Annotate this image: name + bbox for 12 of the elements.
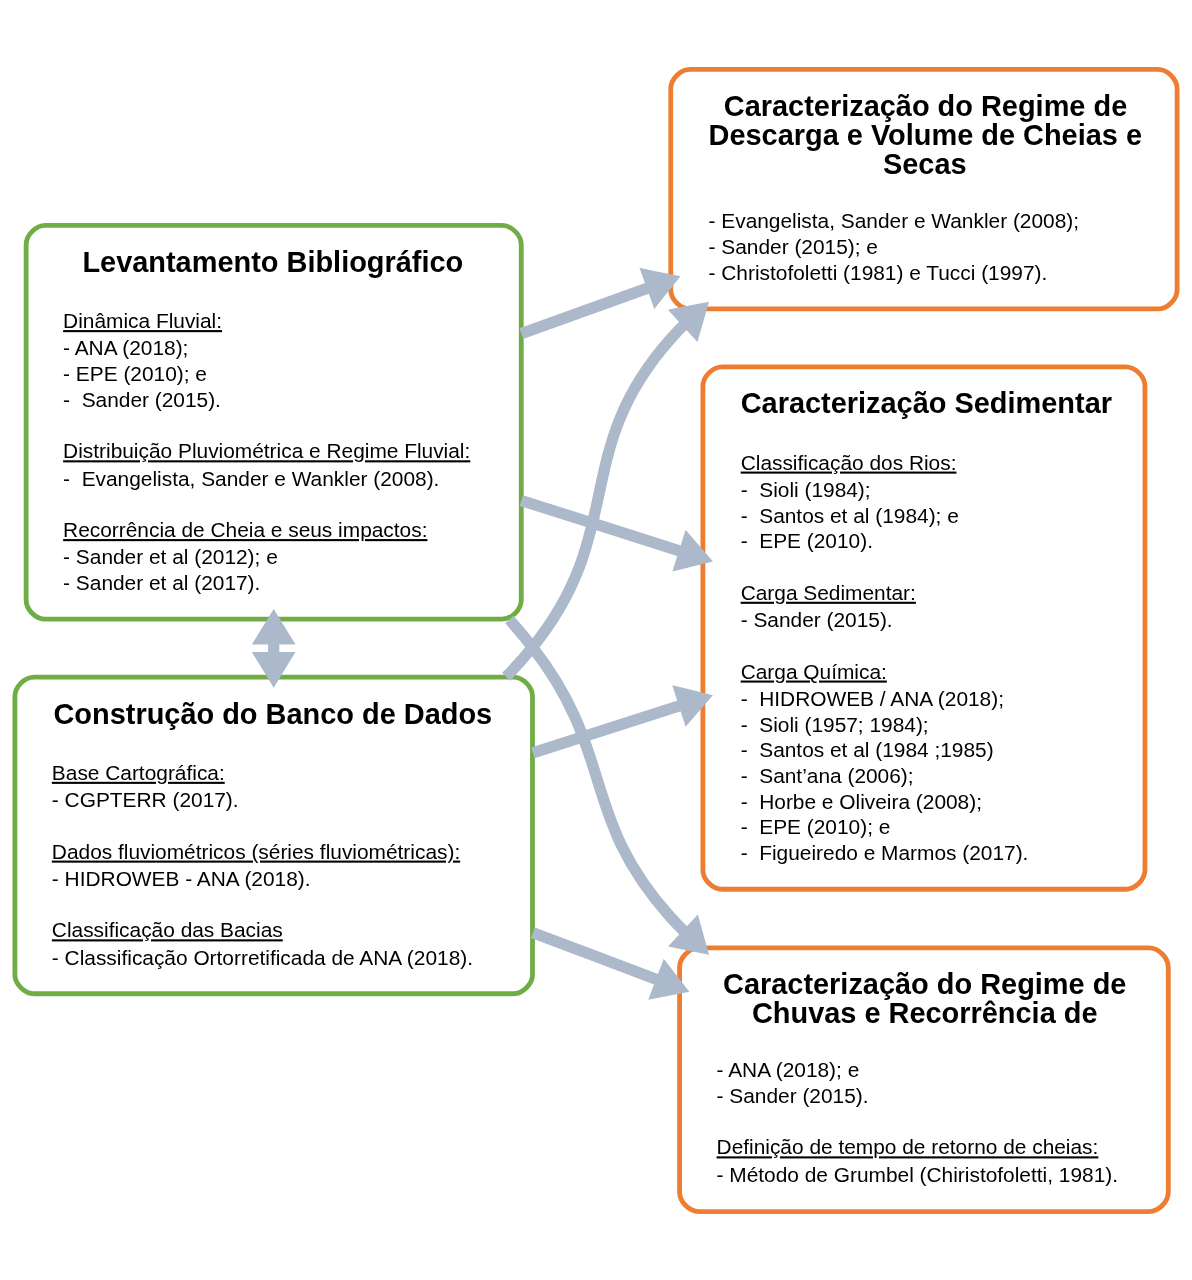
arrow: [531, 684, 713, 758]
node-box: Caracterização do Regime de Chuvas e Recorrência de - ANA (2018); e - Sander (2015). Definição de tempo de retorno de cheias: - Método de Grumbel (Chiristofoletti, 1981).: [677, 945, 1171, 1214]
arrow: [519, 267, 681, 339]
node-box: Levantamento Bibliográfico Dinâmica Fluvial: - ANA (2018); - EPE (2010); e - Sander (2015). Distribuição Pluviométrica e Regime Fluvial: - Evangelista, Sander e Wankler (2008). Recorrência de Cheia e seus impactos: - Sander et al (2012); e - Sander et al (2017).: [23, 222, 524, 622]
node-box: Caracterização Sedimentar Classificação dos Rios: - Sioli (1984); - Santos et al (1984); e - EPE (2010). Carga Sedimentar: - Sander (2015). Carga Química: - HIDROWEB / ANA (2018); - Sioli (1957; 1984); - Santos et al (1984 ;1985) - Sant’ana (2006); - Horbe e Oliveira (2008); - EPE (2010); e - Figueiredo e Marmos (2017).: [700, 363, 1148, 892]
arrow: [505, 615, 710, 955]
arrow: [251, 608, 296, 688]
arrow: [519, 494, 713, 571]
arrow: [502, 301, 709, 681]
arrow: [530, 926, 690, 1000]
node-box: Construção do Banco de Dados Base Cartográfica: - CGPTERR (2017). Dados fluviométricos (séries fluviométricas): - HIDROWEB - ANA (2018). Classificação das Bacias - Classificação Ortorretificada de ANA (2018).: [12, 674, 535, 996]
node-box: Caracterização do Regime de Descarga e Volume de Cheias e Secas - Evangelista, Sander e Wankler (2008); - Sander (2015); e - Christofoletti (1981) e Tucci (1997).: [668, 66, 1180, 311]
